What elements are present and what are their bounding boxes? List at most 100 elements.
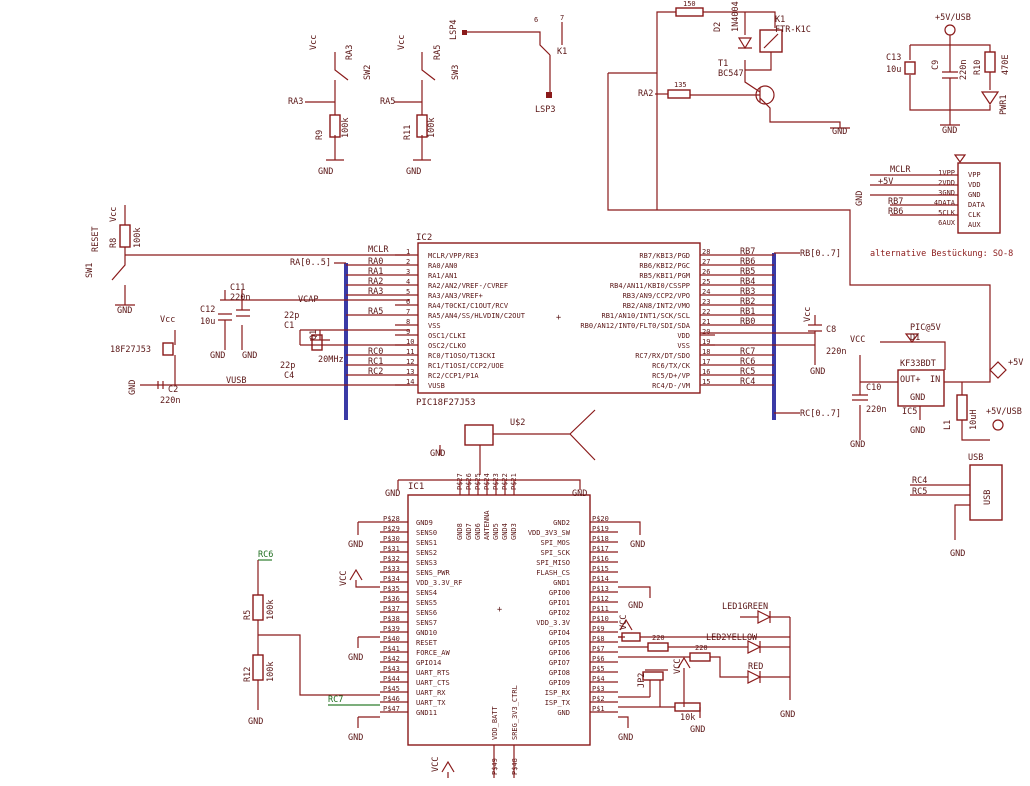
prog-func-1: VDD — [968, 181, 981, 189]
ic2-pin-16-num: 16 — [702, 368, 710, 376]
prog-func-5: AUX — [968, 221, 981, 229]
ic1-P$38-name: SENS7 — [416, 619, 437, 627]
ic1-P$16-num: P$16 — [592, 555, 609, 563]
antenna-wires — [439, 409, 596, 475]
ic1-P$20-num: P$20 — [592, 515, 609, 523]
l1-value: 10uH — [969, 410, 979, 430]
vcap-gnd1: GND — [210, 351, 225, 361]
ic1-P$41-num: P$41 — [383, 645, 400, 653]
d1-name: D1 — [910, 333, 920, 343]
ic2-pin-9-name: OSC1/CLKI — [428, 332, 466, 340]
ic1-P$15-num: P$15 — [592, 565, 609, 573]
ic1-top-GND8: GND8 — [456, 523, 464, 540]
prog-rb6: RB6 — [888, 207, 903, 217]
l1-body — [956, 394, 968, 421]
led3-symbol — [747, 670, 762, 684]
ic1-P$12-num: P$12 — [592, 595, 609, 603]
ic2-pic: IC2 PIC18F27J53 MCLR/VPP/RE31RA0/AN02RA1… — [406, 233, 710, 408]
ic1-P$36-num: P$36 — [383, 595, 400, 603]
ic1-left-pins: GND9P$28SENS0P$29SENS1P$30SENS2P$31SENS3… — [380, 515, 462, 717]
ic1-P$46-name: UART_TX — [416, 699, 446, 707]
led1-symbol — [757, 610, 772, 624]
crystal-group: 22p C1 22p C4 Q1 20MHz — [280, 311, 410, 381]
vusb-gnd: GND — [128, 380, 138, 395]
ic1-P$5-num: P$5 — [592, 665, 605, 673]
ic1-gnd: GND — [618, 733, 633, 743]
ic1-P$33-name: SENS_PWR — [416, 569, 451, 577]
ic2-net-rb3: RB3 — [740, 287, 755, 297]
ic1-P$11-num: P$11 — [592, 605, 609, 613]
r12-body — [252, 654, 264, 681]
k1-contact-wires — [467, 22, 563, 92]
jp1-vcc: Vcc — [160, 315, 175, 325]
ic2-pin-15-name: RC4/D-/VM — [652, 382, 690, 390]
r1-body — [675, 7, 704, 17]
ic1-P$1-num: P$1 — [592, 705, 605, 713]
relay-supply-trace — [607, 72, 991, 370]
ic2-pin-6-num: 6 — [406, 298, 410, 306]
usb-name: USB — [968, 453, 983, 463]
us2-body — [464, 424, 494, 446]
ic1-P$47-num: P$47 — [383, 705, 400, 713]
led-group: 220 220 LED1GREEN LED2YELLOW RED GND — [618, 602, 795, 720]
ic2-pin-7-name: RA5/AN4/SS/HLVDIN/C2OUT — [428, 312, 526, 320]
ic2-pin-24-name: RB3/AN9/CCP2/VPO — [623, 292, 690, 300]
ic2-pin-24-num: 24 — [702, 288, 710, 296]
r-led2 — [647, 642, 669, 652]
ic2-pin-4-num: 4 — [406, 278, 410, 286]
ic1-P$40-num: P$40 — [383, 635, 400, 643]
ic1-gnd-right: GND — [572, 489, 587, 499]
us2-name: U$2 — [510, 418, 525, 428]
ic2-net-rc4: RC4 — [740, 377, 755, 387]
sw3-name: SW3 — [451, 65, 461, 80]
sw2-vcc: Vcc — [309, 35, 319, 50]
sw1-label: RESET — [91, 226, 101, 252]
ic2-pin-11-num: 11 — [406, 348, 414, 356]
ic2-body — [417, 242, 701, 394]
ic2-net-ra2: RA2 — [368, 277, 383, 287]
prog-pin-0: 1VPP — [938, 169, 955, 177]
ic1-P$47-name: GND11 — [416, 709, 437, 717]
ic1-P$45-num: P$45 — [383, 685, 400, 693]
d2-name: D2 — [713, 22, 723, 32]
c10-plates — [852, 394, 868, 401]
ic1-bottom-vcc-arrow — [441, 760, 455, 778]
usb-body — [969, 464, 1003, 521]
jp2-body — [642, 671, 664, 681]
ic2-pin-28-name: RB7/KBI3/PGD — [639, 252, 690, 260]
r11-value: 100k — [427, 118, 437, 138]
ic2-pin-14-num: 14 — [406, 378, 414, 386]
ic2-net-rc5: RC5 — [740, 367, 755, 377]
ic2-net-rc1: RC1 — [368, 357, 383, 367]
ic2-pin-20-name: VDD — [677, 332, 690, 340]
ic1-bottom-SREG_3V3_CTRL: SREG_3V3_CTRL — [511, 685, 519, 740]
ic2-pin-27-name: RB6/KBI2/PGC — [639, 262, 690, 270]
rc7-net: RC7 — [328, 695, 343, 705]
c11-name: C11 — [230, 283, 245, 293]
d2-part: 1N4004 — [731, 1, 741, 32]
ic2-pin-18-num: 18 — [702, 348, 710, 356]
ic5-body — [897, 369, 945, 407]
pwr1-name: PWR1 — [999, 95, 1009, 115]
r9-value: 100k — [341, 118, 351, 138]
reg-5v: +5V — [1008, 358, 1023, 368]
ic1-P$34-name: VDD_3.3V_RF — [416, 579, 462, 587]
prog-pin-5: 6AUX — [938, 219, 956, 227]
ic1-P$17-num: P$17 — [592, 545, 609, 553]
ic1-gnd-left: GND — [385, 489, 400, 499]
ic1-P$19-num: P$19 — [592, 525, 609, 533]
r1-value: 150 — [683, 0, 696, 8]
c8-vcc: Vcc — [803, 307, 813, 322]
k1-part: FTR-K1C — [775, 25, 811, 35]
reset-wires — [111, 205, 410, 305]
ic1-P$12-name: GPIO1 — [549, 599, 570, 607]
ic2-net-ra1: RA1 — [368, 267, 383, 277]
ic1-P$43-name: UART_RTS — [416, 669, 450, 677]
ic2-net-ra5: RA5 — [368, 307, 383, 317]
bus-stubs — [334, 252, 800, 414]
ic2-pin-1-num: 1 — [406, 248, 410, 256]
ic1-P$42-num: P$42 — [383, 655, 400, 663]
ic1-bottom-VDD_BATT: VDD_BATT — [491, 705, 499, 740]
pwr1-led — [980, 91, 1000, 106]
